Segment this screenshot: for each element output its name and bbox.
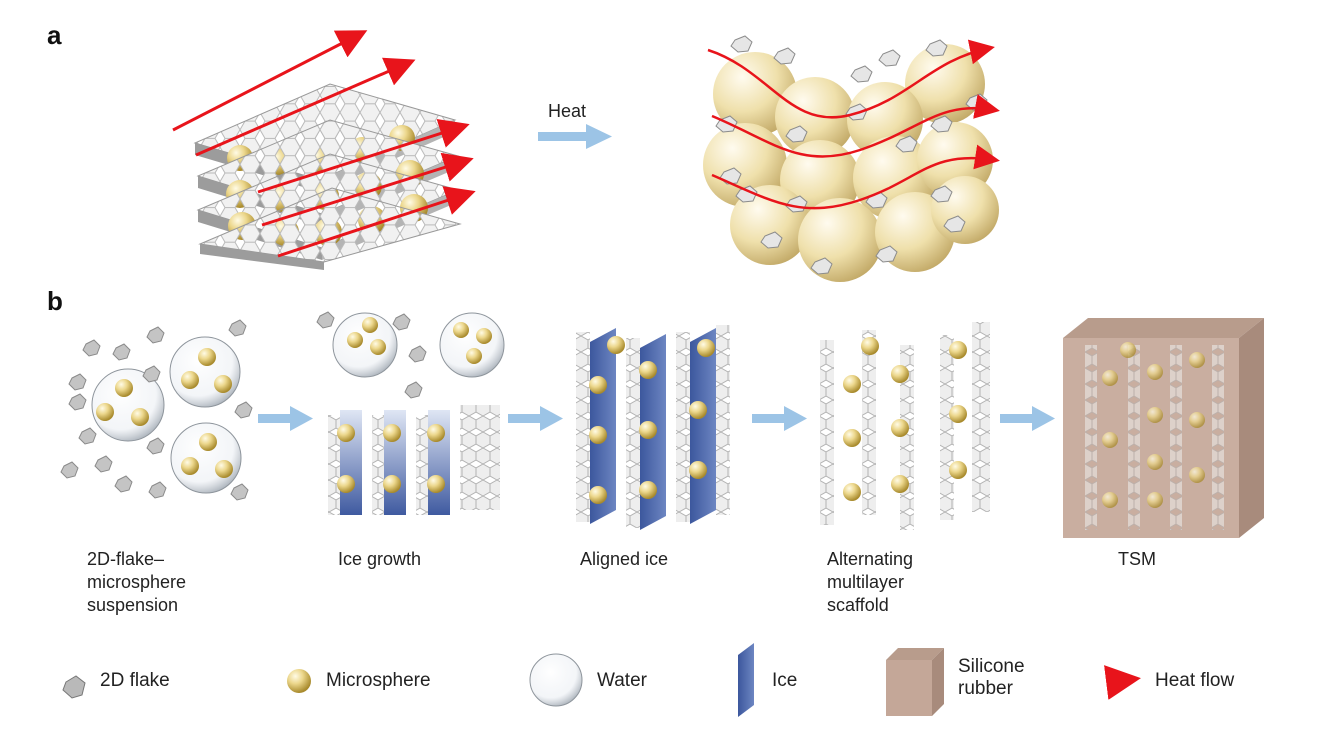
step-label-scaffold: Alternating multilayer scaffold (827, 549, 914, 615)
heat-flow-curves (707, 39, 1000, 210)
heat-process-arrow (538, 124, 612, 149)
heat-flow-arrows (172, 30, 476, 258)
step-suspension-illustration (60, 319, 253, 501)
step-ice-growth-illustration (316, 311, 505, 515)
process-arrow-1 (258, 406, 313, 431)
step-aligned-ice-illustration (576, 325, 730, 530)
expanded-microspheres (703, 44, 999, 282)
step-label-tsm: TSM (1118, 549, 1156, 569)
microspheres (96, 348, 233, 478)
legend-label-silicone-rubber: Silicone rubber (958, 656, 1025, 699)
process-arrow-4 (1000, 406, 1055, 431)
embedded-flake-walls (1085, 345, 1224, 530)
step-tsm-illustration (1063, 318, 1264, 538)
2d-flakes (316, 311, 427, 399)
microspheres (589, 336, 715, 504)
blue-ice-slab-icon (738, 643, 754, 717)
microspheres (337, 424, 445, 493)
2d-flakes (60, 319, 253, 501)
flake-walls (328, 405, 500, 515)
water-bubble-icon (529, 653, 583, 707)
legend-icons (62, 643, 1141, 717)
step-scaffold-illustration (820, 322, 990, 530)
rubber-cube-icon (886, 648, 944, 716)
step-label-suspension: 2D-flake– microsphere suspension (87, 549, 187, 615)
panel-a-heated-structure (703, 35, 1000, 282)
microspheres (347, 317, 492, 364)
flake-walls (576, 325, 730, 528)
scattered-flakes (715, 35, 988, 275)
microspheres (843, 337, 967, 501)
legend-label-2d-flake: 2D flake (100, 670, 170, 691)
legend-label-heat-flow: Heat flow (1155, 670, 1235, 691)
panel-a-label: a (47, 20, 62, 50)
embedded-microspheres (1102, 342, 1205, 508)
legend-label-ice: Ice (772, 670, 798, 691)
panel-a-layered-structure (172, 30, 476, 270)
heat-arrow-label: Heat (548, 101, 587, 121)
hexagon-flake-icon (62, 675, 86, 699)
gold-sphere-icon (287, 669, 311, 693)
red-curved-arrow-icon (1104, 665, 1141, 700)
step-label-aligned-ice: Aligned ice (580, 549, 669, 569)
legend-label-water: Water (597, 670, 647, 691)
panel-b-label: b (47, 286, 63, 316)
legend-label-microsphere: Microsphere (326, 670, 431, 691)
process-arrow-3 (752, 406, 807, 431)
process-arrow-2 (508, 406, 563, 431)
step-label-ice-growth: Ice growth (338, 549, 422, 569)
